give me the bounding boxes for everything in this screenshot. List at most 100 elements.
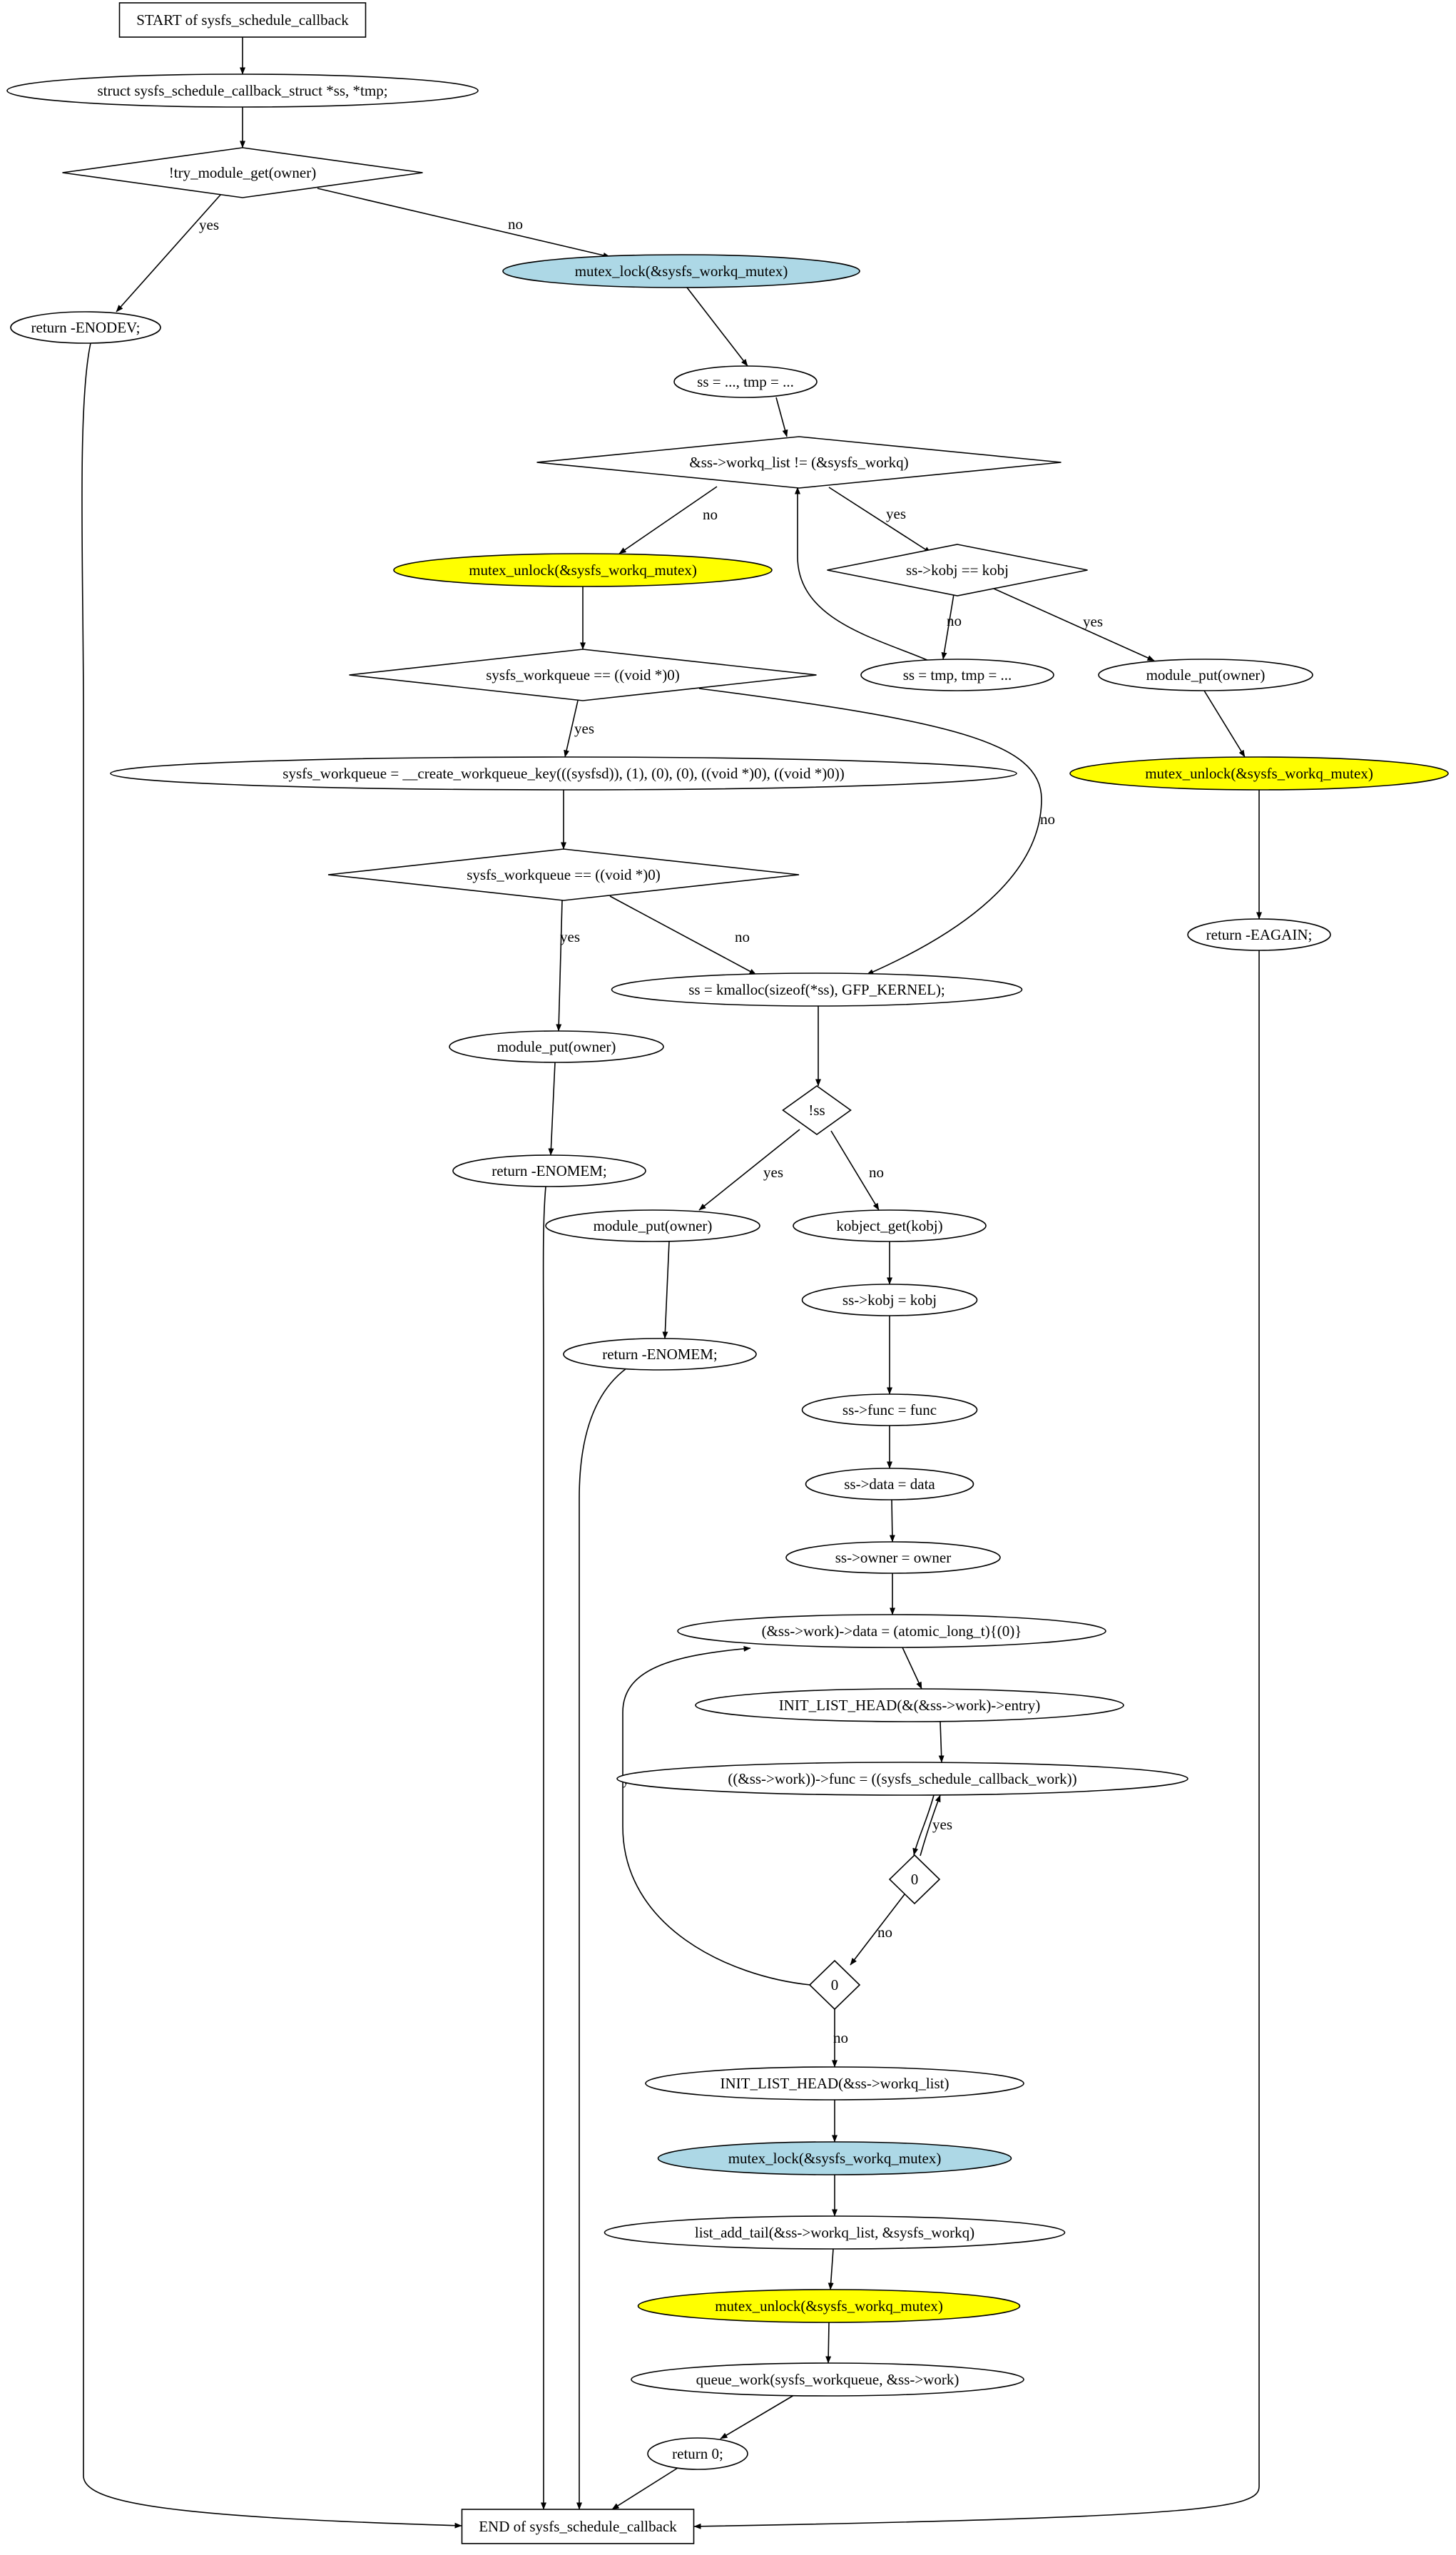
node-label: sysfs_workqueue == ((void *)0) — [486, 666, 680, 684]
ellipse-shape — [801, 1284, 978, 1316]
ellipse-shape — [647, 2437, 748, 2470]
ellipse-shape — [785, 1541, 1001, 1574]
node-wq-null2: sysfs_workqueue == ((void *)0) — [327, 848, 800, 901]
edge-ret_eagain-to-end — [693, 950, 1260, 2529]
edge-work_func-to-zero1 — [912, 1794, 935, 1856]
diamond-shape — [327, 848, 800, 901]
ellipse-shape — [611, 972, 1023, 1007]
diamond-shape — [349, 649, 817, 701]
node-queue-work: queue_work(sysfs_workqueue, &ss->work) — [631, 2362, 1024, 2397]
node-label: module_put(owner) — [594, 1217, 713, 1234]
node-label: return -EAGAIN; — [1206, 926, 1313, 943]
node-label: mutex_lock(&sysfs_workq_mutex) — [728, 2150, 942, 2167]
edge-line — [795, 487, 930, 661]
node-label: module_put(owner) — [1146, 666, 1266, 684]
edge-unlock3-to-queue_work — [825, 2322, 832, 2364]
edge-line — [686, 287, 748, 367]
ellipse-shape — [645, 2066, 1024, 2101]
ellipse-shape — [604, 2215, 1066, 2250]
edge-modput2-to-ret_enomem1 — [548, 1062, 556, 1156]
edge-not_ss-to-modput3: yes — [698, 1129, 800, 1211]
edge-label-yes: yes — [932, 1816, 952, 1833]
edge-wq_null2-to-modput2: yes — [556, 900, 580, 1032]
node-kmalloc: ss = kmalloc(sizeof(*ss), GFP_KERNEL); — [611, 972, 1023, 1007]
node-label: 0 — [911, 1871, 919, 1888]
node-ss-data: ss->data = data — [805, 1468, 974, 1500]
node-label: ss->data = data — [844, 1475, 935, 1493]
node-ss-tmp: ss = tmp, tmp = ... — [860, 659, 1054, 691]
edge-ss_tmp-to-loop — [795, 487, 930, 661]
diamond-shape — [62, 147, 423, 198]
node-ret-eagain: return -EAGAIN; — [1187, 918, 1331, 951]
diamond-shape — [782, 1085, 852, 1135]
edge-line — [920, 1794, 941, 1856]
ellipse-shape — [860, 659, 1054, 691]
edge-line — [912, 1794, 935, 1856]
edge-loop-to-unlock1: no — [618, 486, 718, 554]
node-label: sysfs_workqueue = __create_workqueue_key… — [282, 765, 844, 782]
node-label: return -ENOMEM; — [602, 1346, 718, 1363]
node-label: ss = ..., tmp = ... — [697, 373, 794, 390]
ellipse-shape — [657, 2141, 1012, 2175]
edge-line — [825, 2322, 832, 2364]
node-label: 0 — [831, 1976, 839, 1993]
edge-line — [576, 1368, 627, 2510]
node-label: mutex_unlock(&sysfs_workq_mutex) — [1145, 765, 1373, 782]
node-lock1: mutex_lock(&sysfs_workq_mutex) — [502, 254, 860, 288]
edge-line — [693, 950, 1260, 2529]
node-label: kobject_get(kobj) — [836, 1217, 942, 1234]
node-label: return 0; — [672, 2445, 723, 2462]
edge-line — [317, 188, 611, 258]
node-ss-owner: ss->owner = owner — [785, 1541, 1001, 1574]
node-label: !ss — [808, 1102, 825, 1119]
node-modput3: module_put(owner) — [545, 1209, 760, 1242]
edge-line — [622, 1645, 811, 1986]
edge-ret_enodev-to-end — [81, 342, 462, 2529]
ellipse-shape — [637, 2289, 1021, 2323]
edge-line — [1203, 690, 1246, 758]
edge-zero2-to-init_workq: no — [832, 2009, 848, 2068]
edge-line — [541, 1186, 546, 2510]
edge-label-yes: yes — [886, 505, 906, 522]
ellipse-shape — [616, 1762, 1188, 1796]
edge-ss_init-to-loop — [775, 397, 788, 437]
edge-wq_null1-to-create_wq: yes — [564, 700, 594, 758]
ellipse-shape — [10, 311, 161, 344]
diamond-shape — [827, 544, 1088, 596]
node-init-entry: INIT_LIST_HEAD(&(&ss->work)->entry) — [695, 1688, 1124, 1722]
ellipse-shape — [449, 1030, 664, 1063]
ellipse-shape — [805, 1468, 974, 1500]
edge-ret_0-to-end — [611, 2467, 678, 2510]
edge-line — [564, 700, 579, 758]
node-not-ss: !ss — [782, 1085, 852, 1135]
node-label: INIT_LIST_HEAD(&(&ss->work)->entry) — [779, 1697, 1041, 1714]
node-label: return -ENODEV; — [31, 319, 141, 336]
node-kobj-eq: ss->kobj == kobj — [827, 544, 1088, 596]
node-work-data: (&ss->work)->data = (atomic_long_t){(0)} — [677, 1614, 1106, 1648]
edge-wq_null1-to-kmalloc: no — [698, 688, 1055, 975]
node-ss-func: ss->func = func — [801, 1393, 978, 1426]
node-init-workq: INIT_LIST_HEAD(&ss->workq_list) — [645, 2066, 1024, 2101]
node-label: list_add_tail(&ss->workq_list, &sysfs_wo… — [695, 2224, 974, 2241]
edge-label-no: no — [508, 215, 523, 233]
ellipse-shape — [545, 1209, 760, 1242]
edge-line — [830, 1130, 880, 1211]
ellipse-shape — [6, 73, 479, 108]
edge-modput3-to-ret_enomem2 — [662, 1241, 670, 1339]
node-label: mutex_unlock(&sysfs_workq_mutex) — [715, 2297, 943, 2315]
edge-line — [828, 2248, 834, 2290]
ellipse-shape — [502, 254, 860, 288]
edge-zero1-to-zero2: no — [850, 1894, 905, 1966]
node-zero1: 0 — [888, 1854, 941, 1905]
node-label: mutex_unlock(&sysfs_workq_mutex) — [469, 562, 697, 579]
edge-line — [828, 487, 932, 554]
node-create-wq: sysfs_workqueue = __create_workqueue_key… — [110, 756, 1017, 791]
edge-line — [548, 1062, 556, 1156]
diamond-shape — [888, 1854, 941, 1905]
edge-line — [850, 1894, 905, 1966]
node-ss-init: ss = ..., tmp = ... — [673, 365, 818, 398]
node-lock2: mutex_lock(&sysfs_workq_mutex) — [657, 2141, 1012, 2175]
node-label: ss = kmalloc(sizeof(*ss), GFP_KERNEL); — [688, 981, 945, 998]
node-end: END of sysfs_schedule_callback — [461, 2509, 695, 2544]
